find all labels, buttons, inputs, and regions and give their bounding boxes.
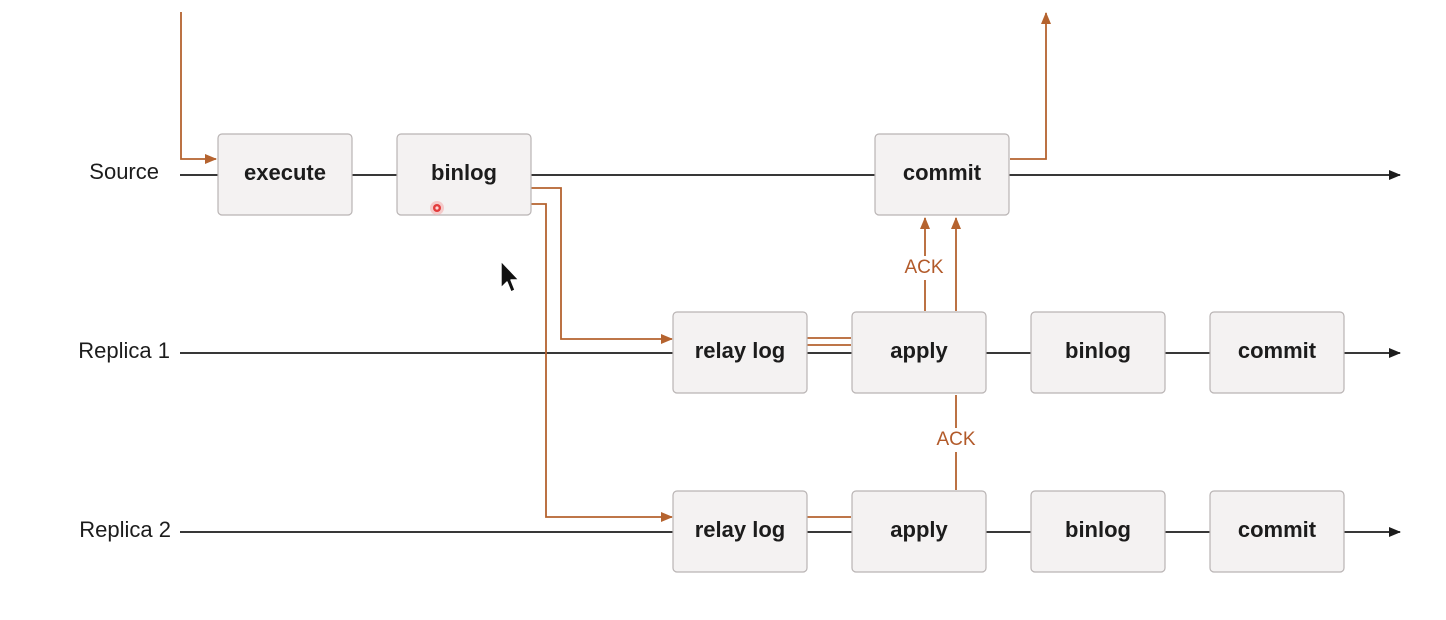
ack-label-bg-2 [934,428,978,452]
replica1-commit-label: commit [1238,338,1317,363]
lane-label-replica2: Replica 2 [79,517,171,542]
source-commit-box: commit [874,133,1010,216]
binlog-to-replica2-relay-arrow [531,203,673,522]
replica2-commit-box: commit [1209,490,1345,573]
replica2-apply-label: apply [890,517,948,542]
replica1-relay-log-box: relay log [672,311,808,394]
source-binlog-box: binlog [396,133,532,216]
commit-return-arrow [1010,12,1051,160]
replica1-commit-box: commit [1209,311,1345,394]
source-binlog-label: binlog [431,160,497,185]
click-indicator-icon [430,201,444,215]
replica1-apply-label: apply [890,338,948,363]
lane-label-source: Source [89,159,159,184]
ack-label-replica2: ACK [936,429,975,450]
replica1-binlog-box: binlog [1030,311,1166,394]
replica2-relay-log-label: relay log [695,517,785,542]
replica2-binlog-label: binlog [1065,517,1131,542]
replica1-relay-log-label: relay log [695,338,785,363]
ack-label-bg-1 [902,256,946,280]
replica2-commit-label: commit [1238,517,1317,542]
replica2-binlog-box: binlog [1030,490,1166,573]
source-commit-label: commit [903,160,982,185]
binlog-to-replica1-relay-arrow [531,187,673,344]
incoming-transaction-arrow [180,12,217,164]
mouse-pointer-icon [500,260,520,293]
source-execute-box: execute [217,133,353,216]
source-execute-label: execute [244,160,326,185]
replica2-relay-log-box: relay log [672,490,808,573]
ack-label-replica1: ACK [904,257,943,278]
replica1-binlog-label: binlog [1065,338,1131,363]
replica2-apply-box: apply [851,490,987,573]
replica1-apply-box: apply [851,311,987,394]
lane-label-replica1: Replica 1 [78,338,170,363]
